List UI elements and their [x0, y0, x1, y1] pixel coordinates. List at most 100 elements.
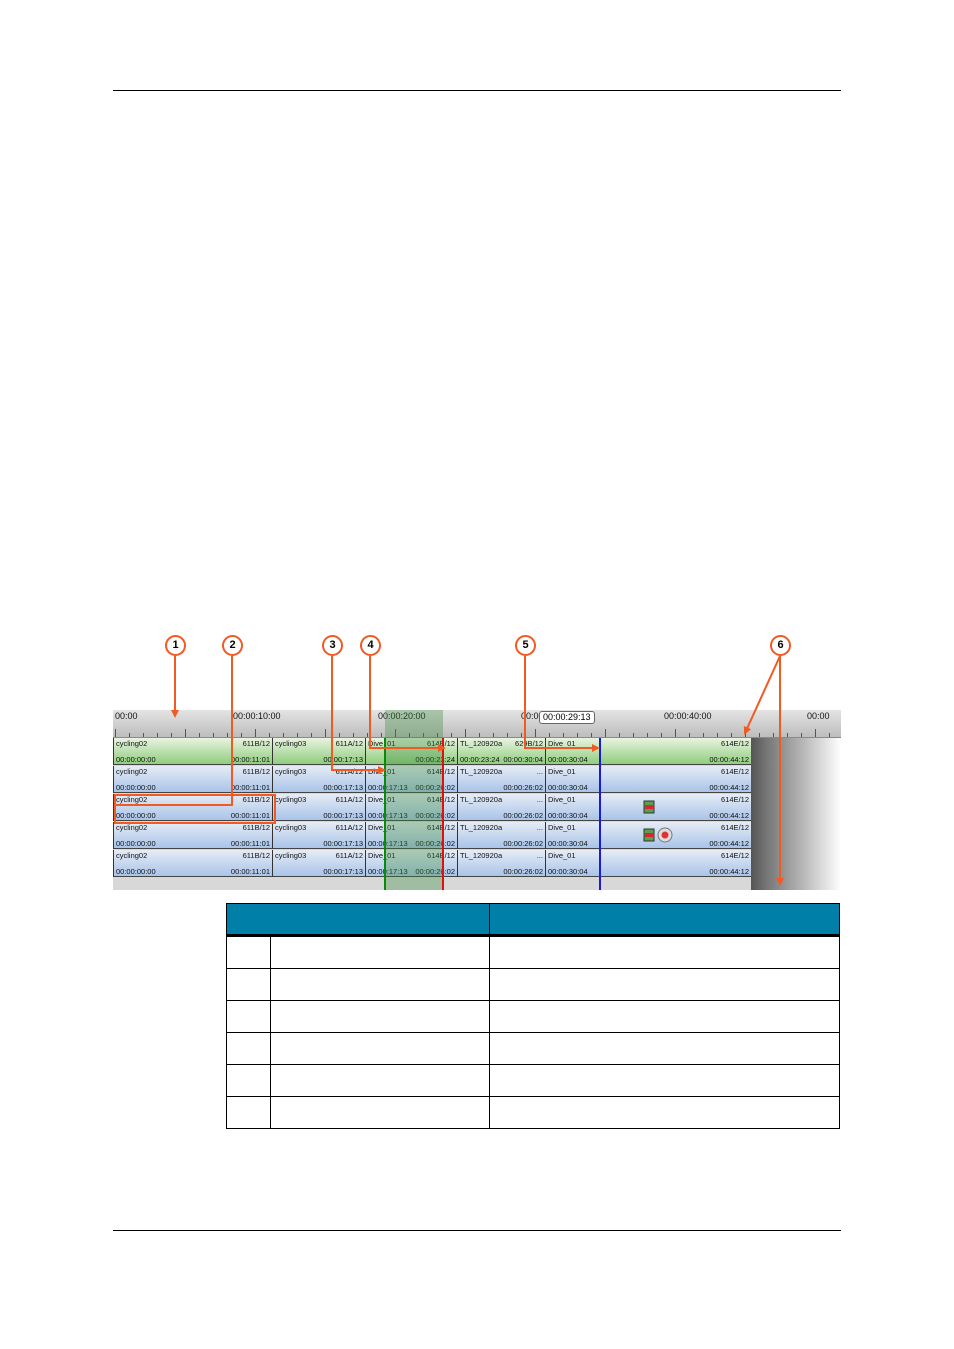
ruler-tick — [731, 733, 732, 737]
ruler-tick — [675, 729, 676, 737]
clip-name: cycling02 — [116, 739, 148, 748]
playhead-timecode[interactable]: 00:00:29:13 — [539, 711, 595, 724]
legend-area-cell — [269, 968, 490, 1001]
mark-in-line[interactable] — [384, 738, 386, 890]
clip-timecode-out: 00:00:17:13 — [323, 783, 363, 792]
clip-timecode-out: 00:00:26:02 — [415, 839, 455, 848]
clip-name: cycling03 — [275, 795, 307, 804]
legend-number-cell — [226, 1064, 271, 1097]
ruler-label: 00:00:10:00 — [233, 711, 281, 721]
clip-timecode-out: 00:00:23:24 — [415, 755, 455, 764]
nowline[interactable] — [599, 738, 601, 890]
audio-level-icon[interactable] — [657, 827, 673, 843]
clip-name: cycling02 — [116, 851, 148, 860]
ruler-tick — [647, 733, 648, 737]
clip-timecode-in: 00:00:17:13 — [368, 811, 408, 820]
effect-icon[interactable] — [643, 828, 655, 842]
ruler-tick — [549, 733, 550, 737]
arrow-5 — [524, 656, 600, 752]
clip-name: Dive_01 — [548, 739, 576, 748]
legend-table — [226, 903, 841, 1129]
clip-reel: 614E/12 — [721, 795, 749, 804]
legend-area-cell — [269, 935, 490, 969]
timeline-clip[interactable]: TL_120920a...00:00:26:02 — [457, 822, 545, 849]
ruler-tick — [269, 733, 270, 737]
clip-name: cycling02 — [116, 767, 148, 776]
ruler-tick — [507, 733, 508, 737]
ruler-tick — [829, 733, 830, 737]
callout-5: 5 — [515, 635, 536, 656]
ruler-tick — [241, 733, 242, 737]
ruler-label: 00:00 — [807, 711, 830, 721]
ruler-tick — [171, 733, 172, 737]
clip-timecode-in: 00:00:00:00 — [116, 867, 156, 876]
ruler-tick — [787, 733, 788, 737]
legend-row — [226, 1096, 841, 1129]
clip-name: cycling03 — [275, 767, 307, 776]
callout-6: 6 — [770, 635, 791, 656]
legend-row — [226, 1000, 841, 1033]
legend-row — [226, 1064, 841, 1097]
clip-timecode-out: 00:00:26:02 — [503, 839, 543, 848]
clip-reel: 614E/12 — [427, 823, 455, 832]
legend-header-description — [488, 903, 841, 936]
clip-name: Dive_01 — [548, 851, 576, 860]
callout-2: 2 — [222, 635, 243, 656]
legend-description-cell — [488, 1000, 841, 1033]
ruler-tick — [213, 733, 214, 737]
ruler-tick — [353, 733, 354, 737]
clip-timecode-out: 00:00:17:13 — [323, 755, 363, 764]
ruler-tick — [409, 733, 410, 737]
mark-out-line[interactable] — [442, 738, 444, 890]
clip-timecode-out: 00:00:11:01 — [230, 839, 270, 848]
legend-description-cell — [488, 1032, 841, 1065]
ruler-tick — [451, 733, 452, 737]
ruler-label: 00:00:20:00 — [378, 711, 426, 721]
clip-reel: 614E/12 — [721, 739, 749, 748]
legend-description-cell — [488, 935, 841, 969]
arrow-3 — [331, 656, 386, 774]
clip-name: Dive_01 — [368, 823, 396, 832]
timeline-clip[interactable]: TL_120920a...00:00:26:02 — [457, 766, 545, 793]
ruler-label: 00:00 — [521, 711, 544, 721]
clip-timecode-out: 00:00:30:04 — [503, 755, 543, 764]
marked-region — [385, 710, 443, 890]
legend-number-cell — [226, 968, 271, 1001]
ruler-tick — [367, 733, 368, 737]
clip-reel: 611B/12 — [242, 823, 270, 832]
timecode-ruler[interactable]: 00:00 00:00:10:00 00:00:20:00 00:00 00:0… — [113, 710, 841, 738]
timeline-clip[interactable]: TL_120920a...00:00:26:02 — [457, 850, 545, 877]
ruler-tick — [395, 729, 396, 737]
ruler-tick — [423, 733, 424, 737]
ruler-tick — [801, 733, 802, 737]
timeline[interactable]: 00:00 00:00:10:00 00:00:20:00 00:00 00:0… — [113, 710, 841, 890]
clip-reel: 614E/12 — [427, 739, 455, 748]
timeline-clip[interactable]: TL_120920a...00:00:26:02 — [457, 794, 545, 821]
effect-icon[interactable] — [643, 800, 655, 814]
ruler-tick — [325, 729, 326, 737]
